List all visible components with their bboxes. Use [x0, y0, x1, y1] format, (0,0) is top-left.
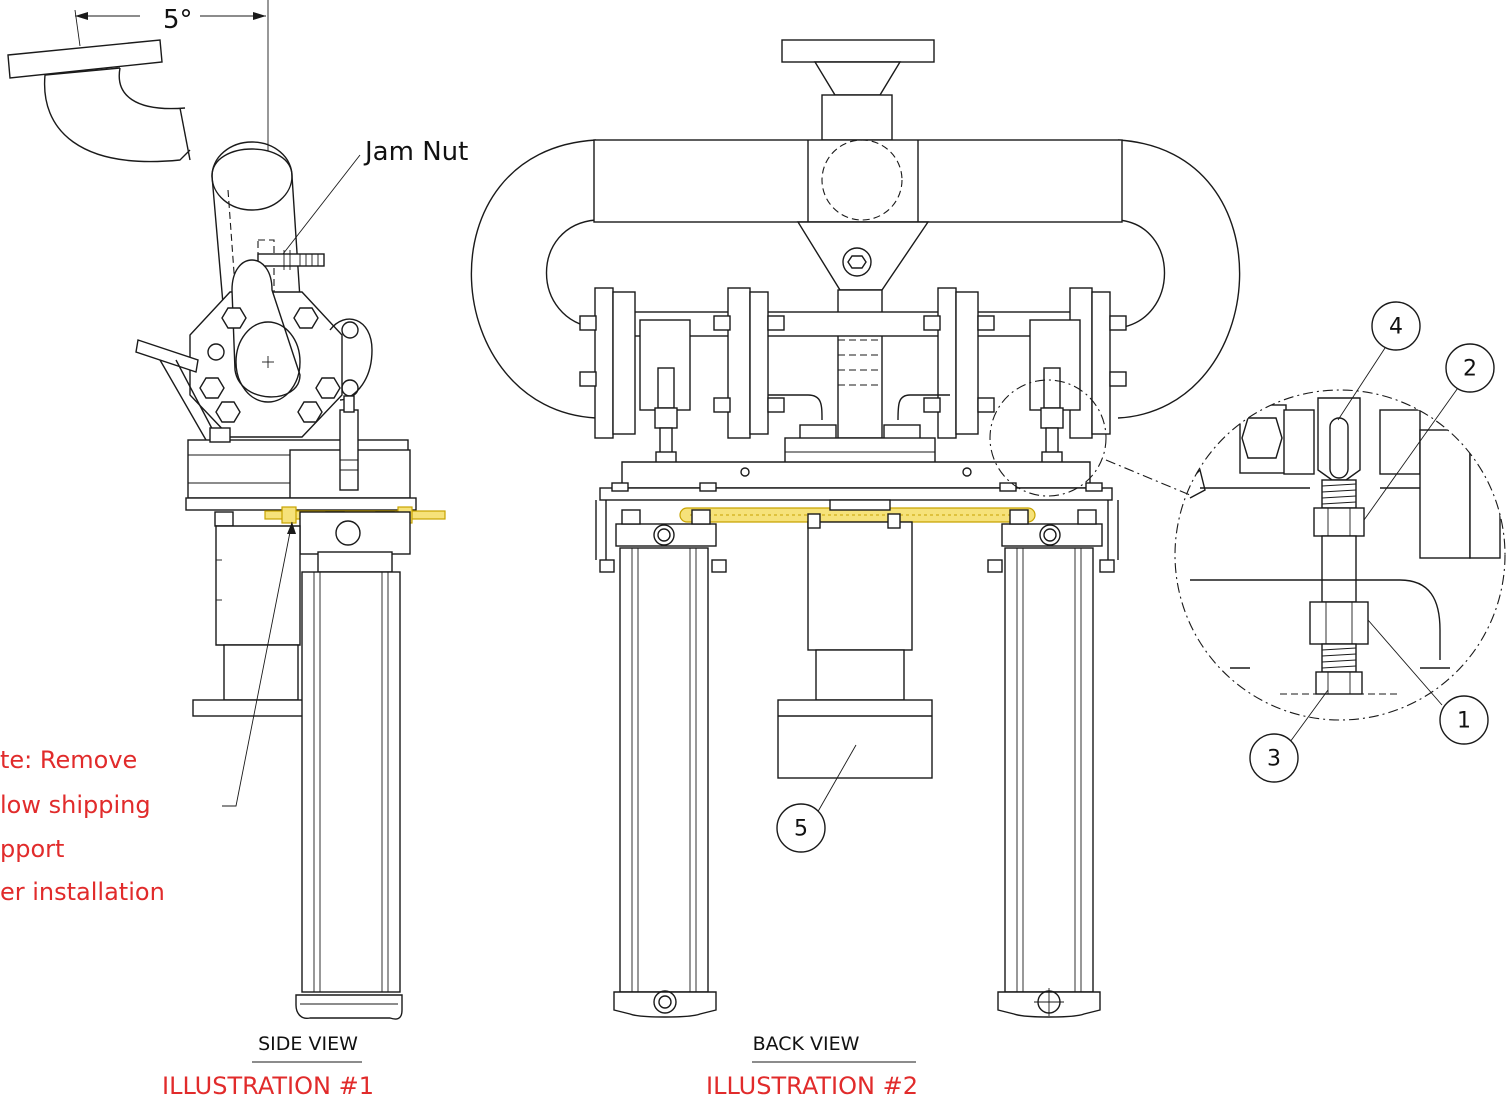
back-view-caption: BACK VIEW: [753, 1033, 860, 1055]
callout-3: [1249, 733, 1299, 783]
side-pipe-outer: [43, 74, 191, 163]
back-motor: [807, 521, 913, 651]
callout-4: [1371, 301, 1421, 351]
callout-2: [1445, 343, 1495, 393]
note-line-2: low shipping: [0, 791, 151, 819]
side-foot: [295, 994, 403, 1020]
detail-adjuster-nut: [1309, 601, 1369, 645]
callout-1: [1439, 695, 1489, 745]
callout-2-label: 2: [1463, 357, 1477, 382]
side-valve-block: [299, 511, 411, 555]
jam-nut-bolt: [257, 250, 325, 270]
detail-view: 4 2 1 3: [1174, 301, 1506, 783]
side-view-illustration-label: ILLUSTRATION #1: [162, 1072, 374, 1100]
back-header-manifold: [593, 139, 1123, 223]
side-view: 5° Jam Nut: [0, 0, 468, 1100]
angle-label: 5°: [163, 5, 193, 35]
back-left-loop-outer: [470, 139, 597, 419]
callout-4-label: 4: [1389, 315, 1403, 340]
side-motor-housing: [215, 525, 301, 646]
detail-marker-circle: [989, 379, 1107, 497]
back-motor-base: [777, 699, 933, 779]
side-pipe-inner: [118, 67, 186, 110]
back-view: 5 BACK VIEW ILLUSTRATION #2: [470, 39, 1241, 1100]
back-right-cylinder: [1004, 547, 1094, 993]
note-line-4: er installation: [0, 878, 165, 906]
side-top-flange: [7, 39, 163, 79]
side-cylinder: [301, 571, 401, 993]
jam-nut-label: Jam Nut: [363, 137, 468, 167]
back-top-flange: [781, 39, 935, 63]
detail-jam-nut: [1313, 507, 1365, 537]
back-view-illustration-label: ILLUSTRATION #2: [706, 1072, 918, 1100]
callout-3-label: 3: [1267, 747, 1281, 772]
back-left-foot: [613, 991, 717, 1018]
back-right-loop-outer: [1117, 139, 1241, 419]
back-flanges: [579, 287, 1127, 439]
back-base-plate: [599, 487, 1113, 501]
callout-5-label: 5: [794, 817, 808, 842]
shipping-support-note: te: Remove low shipping pport er install…: [0, 746, 165, 906]
back-left-cylinder: [619, 547, 709, 993]
note-line-3: pport: [0, 835, 64, 863]
callout-5: [776, 803, 826, 853]
detail-circle: [1174, 389, 1506, 721]
note-line-1: te: Remove: [0, 746, 137, 774]
side-view-caption: SIDE VIEW: [258, 1033, 358, 1055]
callout-1-label: 1: [1457, 709, 1471, 734]
